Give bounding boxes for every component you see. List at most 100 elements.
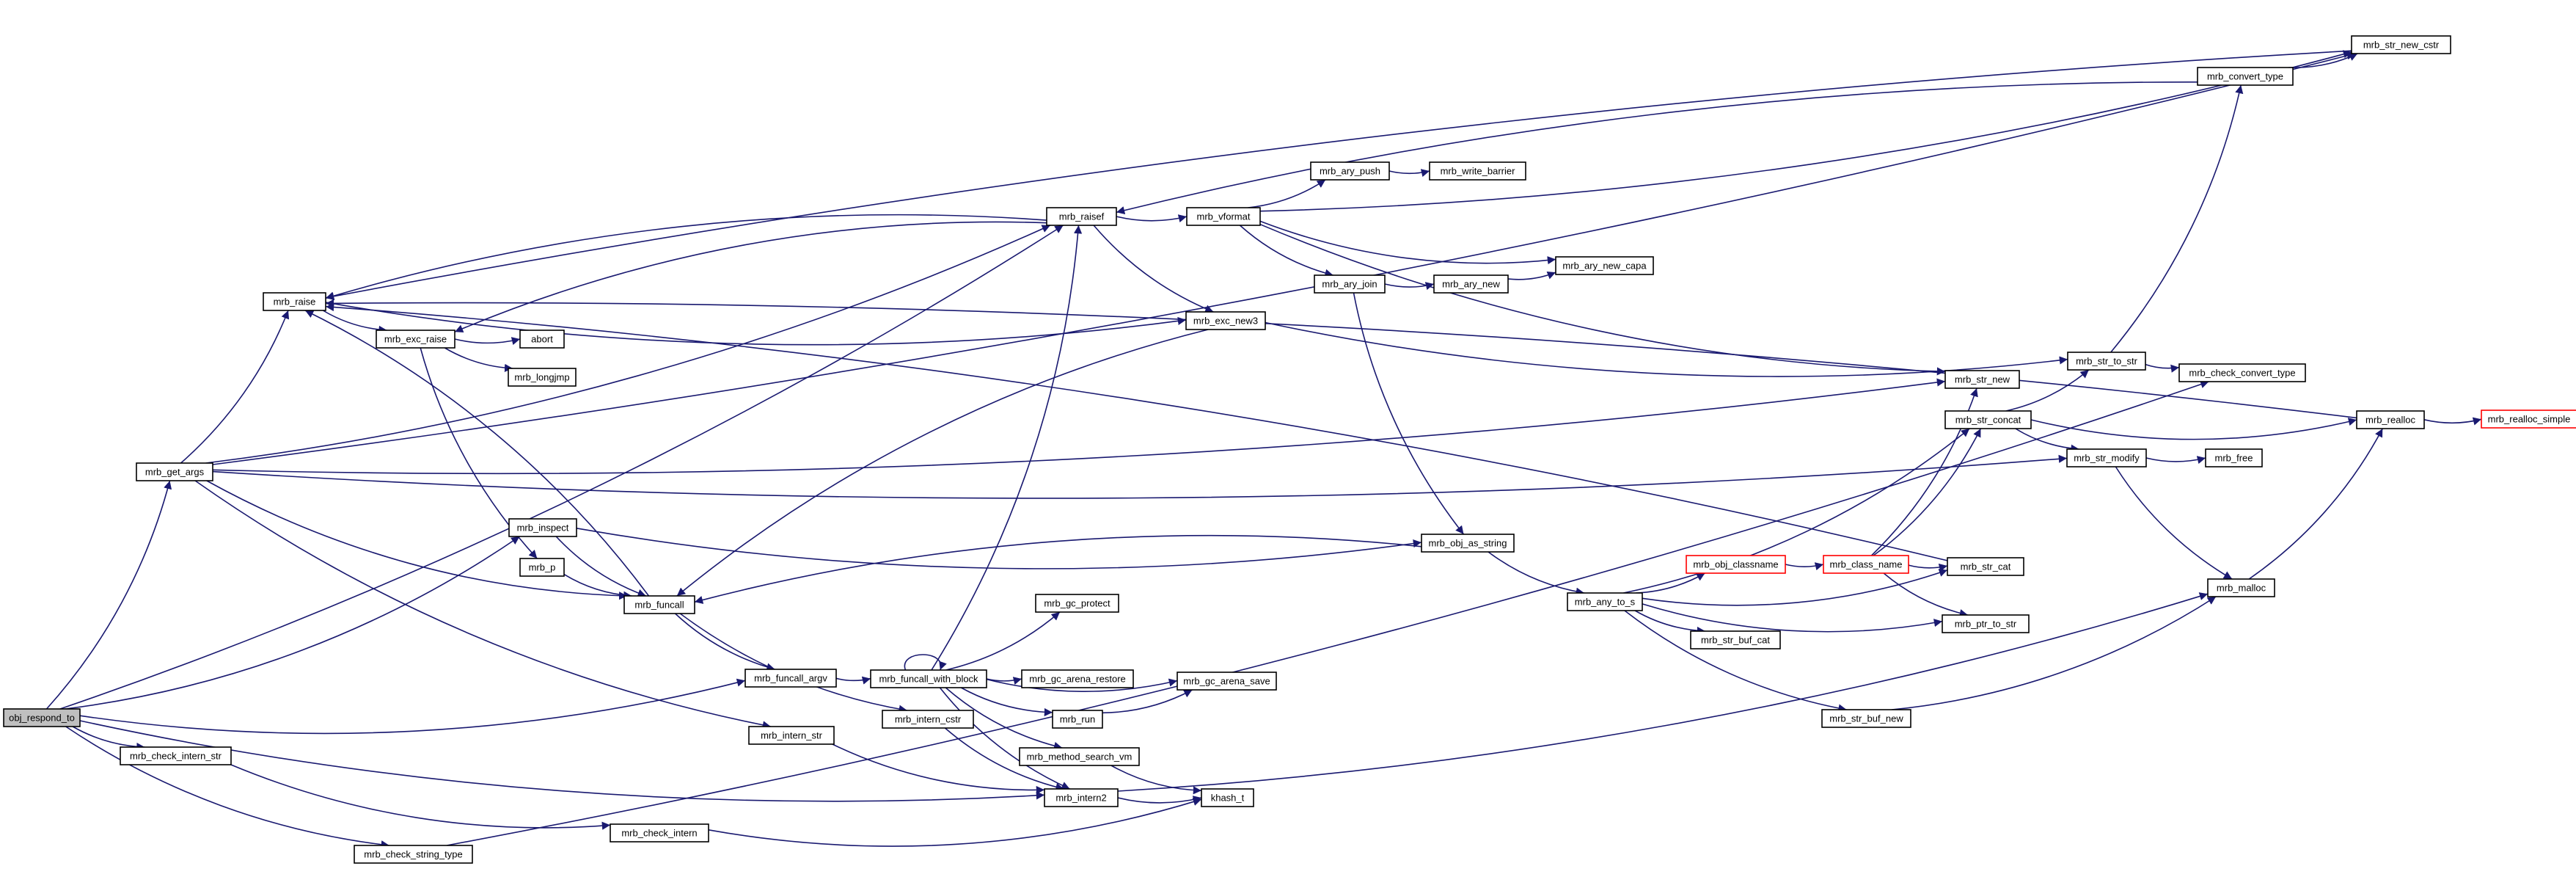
node-mrb-gc-arena-restore[interactable]: mrb_gc_arena_restore <box>1021 669 1134 688</box>
node-mrb-intern-str[interactable]: mrb_intern_str <box>748 726 835 745</box>
node-mrb-ptr-to-str[interactable]: mrb_ptr_to_str <box>1942 614 2030 633</box>
node-mrb-intern2[interactable]: mrb_intern2 <box>1044 788 1119 807</box>
node-mrb-str-new[interactable]: mrb_str_new <box>1944 370 2020 389</box>
node-mrb-malloc[interactable]: mrb_malloc <box>2207 578 2275 597</box>
node-box <box>1686 555 1786 574</box>
node-label: mrb_exc_new3 <box>1193 316 1258 327</box>
node-label: mrb_obj_as_string <box>1429 538 1507 549</box>
node-box <box>1185 311 1266 330</box>
node-label: mrb_realloc <box>2365 415 2415 426</box>
edge-mrb-str-modify-to-mrb-free <box>2145 456 2206 465</box>
node-mrb-vformat[interactable]: mrb_vformat <box>1186 207 1261 226</box>
node-obj-respond-to[interactable]: obj_respond_to <box>3 708 81 727</box>
node-label: mrb_write_barrier <box>1441 166 1516 177</box>
node-mrb-obj-classname[interactable]: mrb_obj_classname <box>1686 555 1786 574</box>
node-mrb-funcall-argv[interactable]: mrb_funcall_argv <box>744 669 837 688</box>
node-mrb-any-to-s[interactable]: mrb_any_to_s <box>1567 592 1643 611</box>
node-label: mrb_gc_protect <box>1044 598 1110 609</box>
node-label: mrb_malloc <box>2217 583 2266 594</box>
node-label: mrb_str_cat <box>1961 561 2011 572</box>
node-mrb-ary-new[interactable]: mrb_ary_new <box>1433 274 1509 294</box>
node-mrb-exc-new3[interactable]: mrb_exc_new3 <box>1185 311 1266 330</box>
node-mrb-raisef[interactable]: mrb_raisef <box>1046 207 1117 226</box>
node-mrb-str-to-str[interactable]: mrb_str_to_str <box>2067 352 2146 371</box>
node-mrb-funcall[interactable]: mrb_funcall <box>623 595 695 614</box>
edge-mrb-get-args-to-mrb-funcall <box>206 480 628 600</box>
edge-mrb-any-to-s-to-mrb-obj-classname <box>1635 572 1705 594</box>
node-label: mrb_exc_raise <box>384 334 447 345</box>
node-label: mrb_obj_classname <box>1693 559 1778 570</box>
node-mrb-realloc-simple[interactable]: mrb_realloc_simple <box>2481 410 2576 429</box>
edge-mrb-get-args-to-mrb-raise <box>180 310 290 464</box>
node-box <box>1690 630 1781 649</box>
node-box <box>1052 710 1103 729</box>
edge-mrb-funcall-to-mrb-funcall-argv <box>674 613 775 672</box>
node-mrb-write-barrier[interactable]: mrb_write_barrier <box>1429 161 1526 181</box>
edge-mrb-funcall-with-block-to-mrb-run <box>960 687 1053 717</box>
node-label: mrb_ary_join <box>1322 279 1377 290</box>
node-mrb-str-concat[interactable]: mrb_str_concat <box>1944 410 2032 429</box>
node-label: mrb_str_new_cstr <box>2363 40 2440 51</box>
node-label: mrb_funcall <box>634 600 684 611</box>
node-mrb-ary-push[interactable]: mrb_ary_push <box>1310 161 1390 181</box>
node-mrb-str-buf-new[interactable]: mrb_str_buf_new <box>1821 709 1911 728</box>
edge-mrb-exc-new3-to-mrb-funcall <box>676 329 1209 597</box>
node-mrb-class-name[interactable]: mrb_class_name <box>1823 555 1909 574</box>
node-box <box>1019 747 1140 766</box>
node-mrb-check-intern-str[interactable]: mrb_check_intern_str <box>120 746 232 765</box>
edge-mrb-vformat-to-mrb-ary-push <box>1248 179 1326 208</box>
node-mrb-raise[interactable]: mrb_raise <box>263 292 326 311</box>
node-label: mrb_p <box>529 562 556 573</box>
node-mrb-convert-type[interactable]: mrb_convert_type <box>2197 67 2294 86</box>
edge-mrb-class-name-to-mrb-str-concat <box>1873 428 1982 556</box>
node-box <box>508 518 577 537</box>
edge-mrb-p-to-mrb-funcall <box>563 573 632 600</box>
node-mrb-str-cat[interactable]: mrb_str_cat <box>1947 557 2024 576</box>
node-label: mrb_vformat <box>1197 211 1251 222</box>
node-box <box>744 669 837 688</box>
node-label: mrb_check_string_type <box>364 849 462 860</box>
node-mrb-gc-protect[interactable]: mrb_gc_protect <box>1035 594 1119 613</box>
node-mrb-get-args[interactable]: mrb_get_args <box>136 462 213 481</box>
edge-mrb-intern-cstr-to-mrb-intern2 <box>944 727 1064 791</box>
node-mrb-check-string-type[interactable]: mrb_check_string_type <box>354 845 473 864</box>
node-label: mrb_str_modify <box>2074 453 2140 464</box>
node-mrb-ary-join[interactable]: mrb_ary_join <box>1314 274 1386 294</box>
node-mrb-method-search-vm[interactable]: mrb_method_search_vm <box>1019 747 1140 766</box>
node-mrb-str-buf-cat[interactable]: mrb_str_buf_cat <box>1690 630 1781 649</box>
edge-mrb-inspect-to-mrb-funcall <box>555 536 647 597</box>
node-mrb-free[interactable]: mrb_free <box>2205 448 2263 467</box>
node-khash-t[interactable]: khash_t <box>1201 788 1254 807</box>
node-mrb-p[interactable]: mrb_p <box>519 558 565 577</box>
node-mrb-realloc[interactable]: mrb_realloc <box>2356 410 2425 429</box>
node-box <box>1021 669 1134 688</box>
node-mrb-run[interactable]: mrb_run <box>1052 710 1103 729</box>
edge-mrb-get-args-to-mrb-str-new <box>212 378 1946 475</box>
edge-obj-respond-to-to-mrb-check-string-type <box>65 726 389 849</box>
node-box <box>1186 207 1261 226</box>
edge-mrb-vformat-to-mrb-ary-new-capa <box>1259 220 1556 265</box>
node-mrb-intern-cstr[interactable]: mrb_intern_cstr <box>882 710 974 729</box>
node-label: mrb_gc_arena_restore <box>1029 674 1126 685</box>
node-mrb-exc-raise[interactable]: mrb_exc_raise <box>376 330 455 349</box>
node-mrb-str-modify[interactable]: mrb_str_modify <box>2066 448 2147 467</box>
node-label: mrb_check_convert_type <box>2189 368 2295 379</box>
edge-mrb-ary-new-to-mrb-ary-new-capa <box>1507 272 1556 280</box>
node-mrb-check-convert-type[interactable]: mrb_check_convert_type <box>2178 363 2306 382</box>
edge-mrb-str-buf-new-to-mrb-malloc <box>1891 596 2217 710</box>
node-abort[interactable]: abort <box>519 330 565 349</box>
edge-mrb-str-to-str-to-mrb-convert-type <box>2110 84 2244 353</box>
node-mrb-funcall-with-block[interactable]: mrb_funcall_with_block <box>870 669 987 688</box>
edge-mrb-funcall-with-block-to-mrb-raisef <box>931 225 1083 671</box>
node-mrb-gc-arena-save[interactable]: mrb_gc_arena_save <box>1177 672 1277 691</box>
node-mrb-obj-as-string[interactable]: mrb_obj_as_string <box>1421 534 1515 553</box>
node-label: mrb_get_args <box>145 467 205 478</box>
node-mrb-str-new-cstr[interactable]: mrb_str_new_cstr <box>2351 35 2451 54</box>
node-mrb-longjmp[interactable]: mrb_longjmp <box>508 368 577 387</box>
node-mrb-inspect[interactable]: mrb_inspect <box>508 518 577 537</box>
node-label: mrb_funcall_with_block <box>879 674 978 685</box>
node-label: mrb_intern2 <box>1055 793 1106 804</box>
node-mrb-ary-new-capa[interactable]: mrb_ary_new_capa <box>1555 256 1654 275</box>
node-mrb-check-intern[interactable]: mrb_check_intern <box>610 823 709 843</box>
